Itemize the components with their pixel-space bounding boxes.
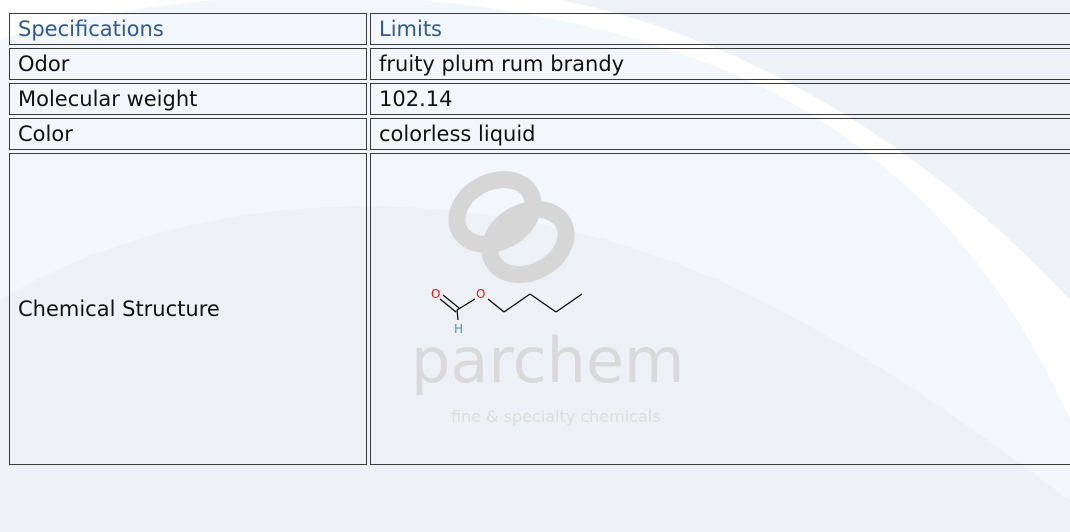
spec-cell: Color xyxy=(9,118,367,150)
oxygen-atom-carbonyl: O xyxy=(431,287,440,301)
carbonyl-bond-1 xyxy=(439,298,457,313)
chain-bond-1 xyxy=(503,293,531,313)
carbonyl-bond-2 xyxy=(442,294,460,309)
limits-header: Limits xyxy=(370,13,1070,45)
table-header-row: Specifications Limits xyxy=(9,13,1070,45)
oxygen-atom-ether: O xyxy=(476,287,485,301)
limit-cell: colorless liquid xyxy=(370,118,1070,150)
specifications-header: Specifications xyxy=(9,13,367,45)
chain-bond-3 xyxy=(555,293,583,313)
structure-label: Chemical Structure xyxy=(9,153,367,465)
ether-bond xyxy=(487,298,505,313)
limit-cell: 102.14 xyxy=(370,83,1070,115)
spec-cell: Odor xyxy=(9,48,367,80)
structure-cell: parchem fine & specialty chemicals O O H xyxy=(370,153,1070,465)
table-row-chemical-structure: Chemical Structure parchem fine & specia… xyxy=(9,153,1070,465)
watermark-tagline: fine & specialty chemicals xyxy=(451,407,661,426)
molecule-diagram: O O H xyxy=(431,287,583,336)
ester-bond xyxy=(456,298,476,311)
table-row-molecular-weight: Molecular weight 102.14 xyxy=(9,83,1070,115)
table-row-color: Color colorless liquid xyxy=(9,118,1070,150)
limit-cell: fruity plum rum brandy xyxy=(370,48,1070,80)
watermark-brand: parchem xyxy=(411,324,684,397)
specifications-table: Specifications Limits Odor fruity plum r… xyxy=(6,10,1070,468)
table-row-odor: Odor fruity plum rum brandy xyxy=(9,48,1070,80)
parchem-watermark: parchem fine & specialty chemicals xyxy=(411,171,684,426)
spec-cell: Molecular weight xyxy=(9,83,367,115)
hydrogen-bond xyxy=(456,309,459,321)
chain-bond-2 xyxy=(529,293,557,313)
parchem-logo-icon xyxy=(448,171,575,283)
hydrogen-atom: H xyxy=(454,322,463,336)
